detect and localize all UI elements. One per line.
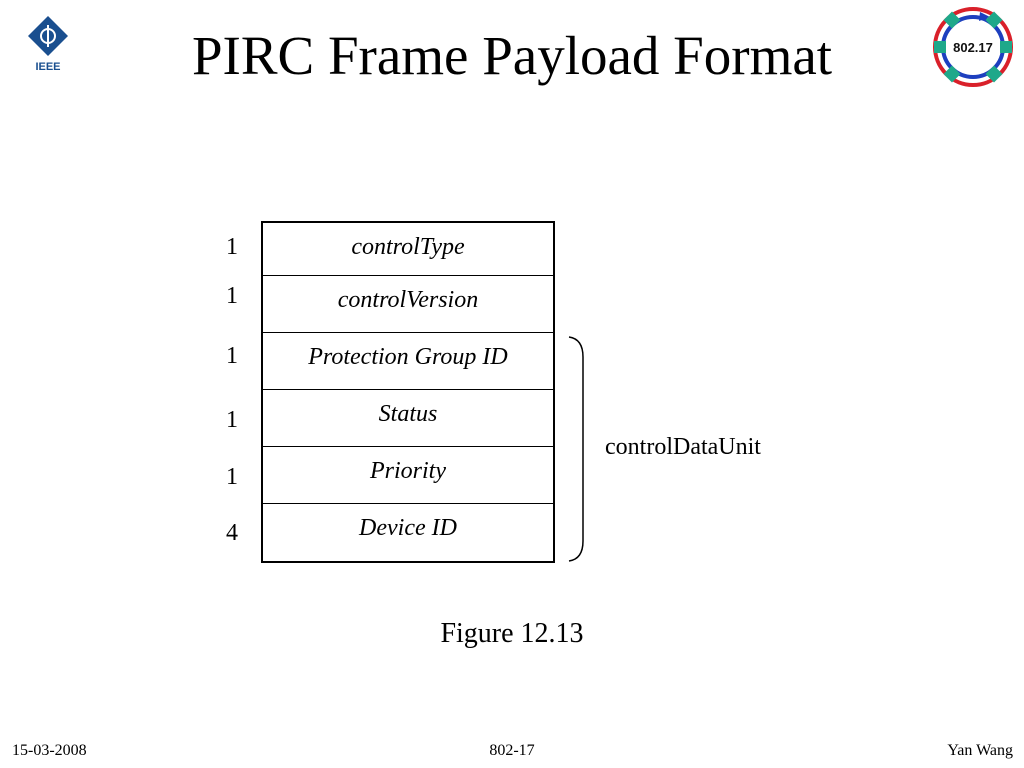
footer-author: Yan Wang bbox=[947, 742, 1013, 759]
field-protection-group-id: Protection Group ID bbox=[263, 332, 553, 389]
field-size: 4 bbox=[226, 520, 238, 546]
field-size: 1 bbox=[226, 464, 238, 490]
frame-payload-table: controlType controlVersion Protection Gr… bbox=[261, 221, 555, 563]
right-brace bbox=[568, 336, 584, 562]
ring-logo-text: 802.17 bbox=[953, 40, 993, 55]
field-control-version: controlVersion bbox=[263, 275, 553, 332]
field-size: 1 bbox=[226, 283, 238, 309]
footer-date: 15-03-2008 bbox=[12, 742, 87, 759]
field-size: 1 bbox=[226, 407, 238, 433]
field-size: 1 bbox=[226, 234, 238, 260]
field-control-type: controlType bbox=[351, 234, 465, 260]
ieee-logo-text: IEEE bbox=[35, 61, 60, 73]
field-status: Status bbox=[263, 389, 553, 446]
slide-title: PIRC Frame Payload Format bbox=[191, 25, 833, 86]
field-priority: Priority bbox=[263, 446, 553, 503]
field-device-id: Device ID bbox=[263, 503, 553, 561]
ring-802-17-logo: 802.17 bbox=[933, 7, 1013, 87]
figure-caption: Figure 12.13 bbox=[440, 618, 584, 649]
field-size: 1 bbox=[226, 343, 238, 369]
control-data-unit-label: controlDataUnit bbox=[605, 434, 761, 460]
ieee-logo: IEEE bbox=[28, 16, 68, 73]
footer-center-text: 802-17 bbox=[489, 742, 535, 759]
